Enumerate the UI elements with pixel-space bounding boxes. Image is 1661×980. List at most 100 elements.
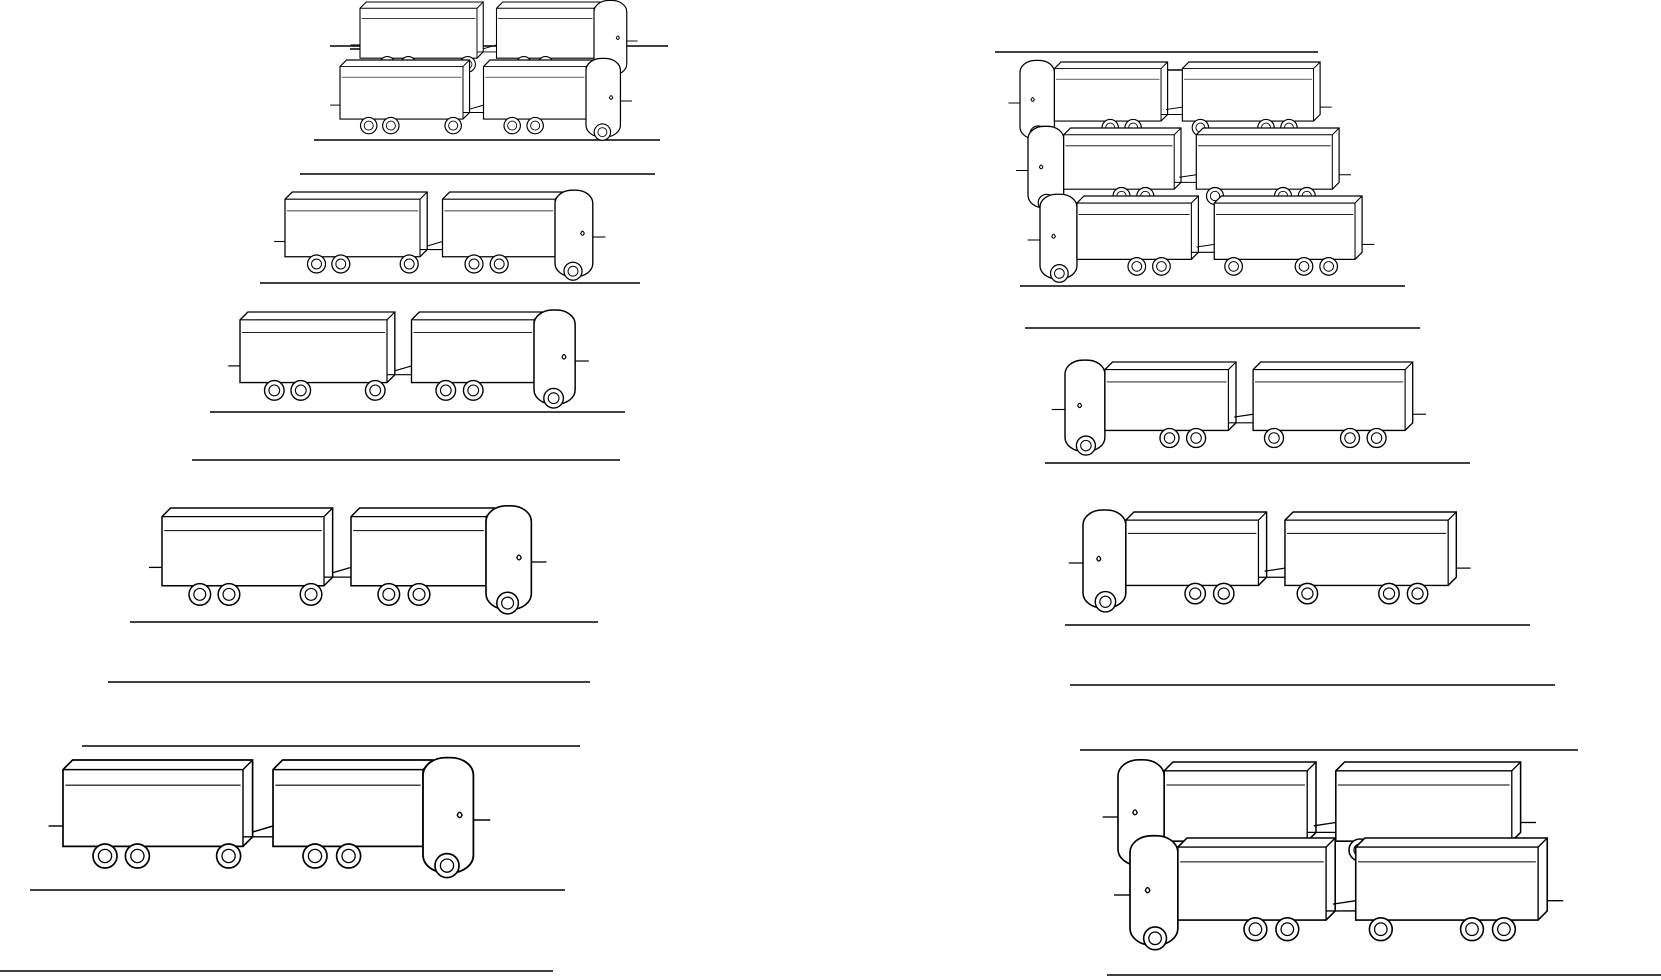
trailer-box — [339, 59, 471, 120]
truck-with-trailer — [330, 57, 632, 141]
wheel-hub — [304, 587, 318, 601]
truck-with-trailer — [149, 505, 547, 615]
wheel-hub — [547, 392, 560, 405]
wheel-hub — [439, 384, 452, 397]
mirror-icon — [1077, 402, 1083, 409]
trailer-hitch — [243, 825, 274, 838]
wheel-hub — [363, 120, 374, 131]
trailer-hitch — [1326, 900, 1356, 912]
wheel-hub — [382, 587, 396, 601]
box-edge — [240, 311, 396, 383]
trailer-box — [1252, 361, 1414, 432]
wheel-hub — [467, 384, 480, 397]
box-edge — [1253, 361, 1414, 431]
box-outline — [1163, 761, 1317, 842]
wheel-hub — [307, 848, 323, 864]
wheel-icon — [1159, 427, 1180, 449]
wheel-hub — [1148, 931, 1162, 946]
trailer-hitch — [387, 365, 412, 376]
box-outline — [350, 507, 496, 587]
wheel-icon — [335, 843, 362, 869]
mirror-icon — [456, 811, 463, 819]
wheel-hub — [268, 384, 281, 397]
trailer-hitch — [1228, 413, 1254, 424]
box-edge — [340, 59, 470, 120]
wheel-icon — [1184, 582, 1207, 605]
wheel-hub — [530, 120, 541, 131]
box-edge — [1063, 127, 1182, 190]
wheel-icon — [1142, 926, 1168, 951]
trailer-box — [359, 1, 484, 59]
trailer-hitch — [420, 240, 443, 251]
truck-with-trailer — [274, 189, 606, 281]
wheel-icon — [462, 379, 484, 401]
trailer-hitch — [476, 44, 497, 53]
mirror-icon — [580, 230, 585, 236]
trucks-layer — [48, 0, 1564, 951]
wheel-icon — [496, 591, 520, 615]
truck-with-trailer — [1114, 834, 1564, 951]
mirror-icon — [1132, 809, 1138, 816]
wheel-icon — [543, 387, 565, 409]
wheel-icon — [1294, 256, 1314, 276]
wheel-hub — [501, 596, 515, 610]
cargo-box — [1063, 127, 1182, 190]
trailer-box — [1354, 837, 1549, 921]
wheel-icon — [1049, 264, 1069, 283]
wheel-hub — [1190, 432, 1202, 444]
trailer-hitch — [324, 566, 352, 578]
box-edge — [360, 1, 484, 59]
wheel-icon — [1319, 256, 1339, 276]
wheel-icon — [1127, 256, 1147, 276]
wheel-icon — [1185, 427, 1207, 449]
wheel-icon — [1378, 582, 1400, 605]
box-edge — [285, 191, 428, 257]
trailer-box — [62, 759, 254, 848]
wheel-hub — [222, 587, 236, 601]
wheel-hub — [1228, 261, 1239, 272]
trailer-hitch — [1258, 567, 1286, 578]
wheel-hub — [1099, 595, 1112, 608]
box-outline — [1177, 837, 1336, 921]
wheel-hub — [439, 858, 455, 873]
box-edge — [1355, 837, 1548, 921]
trailer-hitch — [1174, 174, 1197, 183]
wheel-icon — [399, 254, 419, 274]
wheel-hub — [1163, 432, 1176, 444]
box-edge — [1076, 195, 1199, 260]
cargo-box — [495, 1, 601, 59]
mirror-icon — [1051, 233, 1056, 239]
box-edge — [1104, 361, 1237, 431]
wheel-hub — [294, 384, 307, 397]
box-edge — [1335, 761, 1522, 842]
road-lines — [0, 45, 1661, 976]
trailer-hitch — [1161, 106, 1183, 115]
wheel-icon — [593, 123, 612, 141]
wheel-hub — [1344, 432, 1356, 444]
wheel-hub — [1301, 587, 1314, 600]
box-outline — [441, 191, 563, 258]
box-outline — [1181, 61, 1321, 122]
wheel-hub — [1268, 432, 1280, 444]
wheel-hub — [403, 258, 415, 270]
box-outline — [1354, 837, 1549, 921]
truck-with-trailer — [228, 309, 589, 409]
wheel-hub — [493, 258, 505, 270]
wheel-icon — [359, 116, 378, 135]
trailer-hitch — [1191, 243, 1215, 253]
mirror-icon — [1030, 97, 1035, 102]
wheel-hub — [1209, 190, 1221, 202]
wheel-hub — [1370, 432, 1383, 444]
wheel-hub — [385, 120, 396, 131]
trailer-box — [239, 311, 396, 384]
wheel-hub — [221, 848, 236, 864]
mirror-icon — [608, 95, 614, 100]
wheel-icon — [464, 254, 484, 274]
wheel-hub — [1465, 922, 1479, 937]
wheel-icon — [1339, 427, 1361, 449]
cargo-box — [441, 191, 563, 258]
trailer-hitch — [462, 104, 484, 113]
trailer-box — [161, 507, 334, 587]
trailer-hitch — [1307, 821, 1336, 834]
